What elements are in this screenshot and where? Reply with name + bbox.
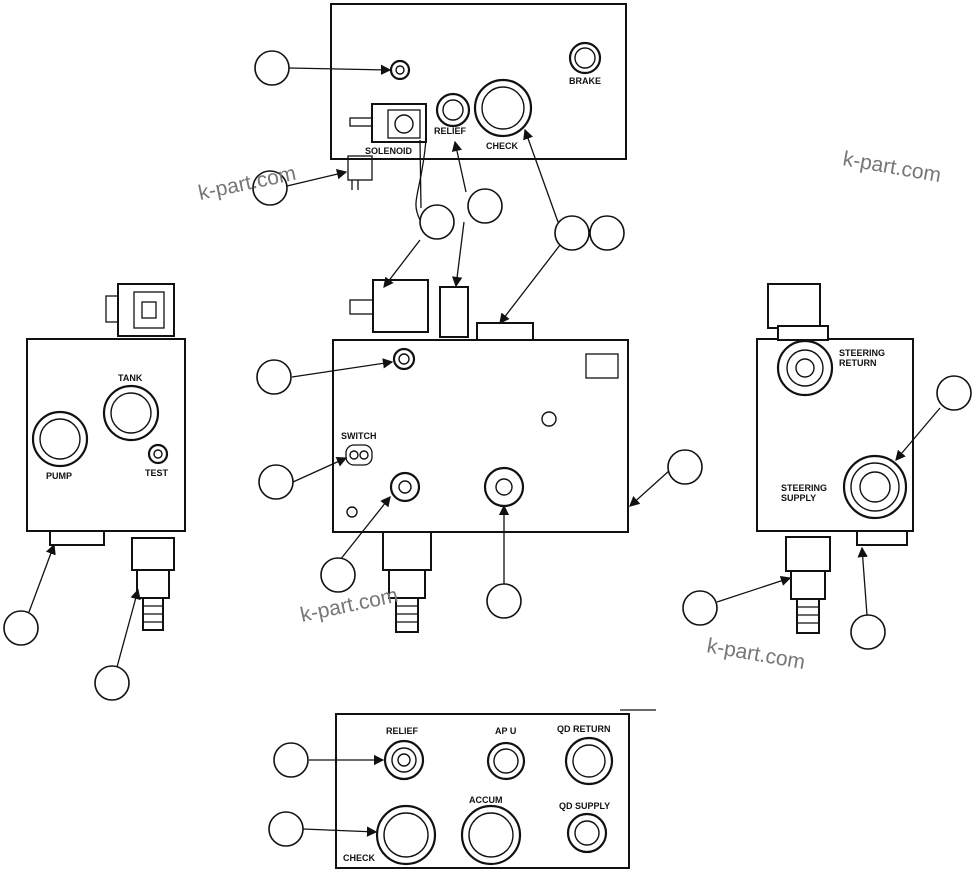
steering-return-label-1: STEERING [839,348,885,358]
brake-label: BRAKE [569,76,601,86]
steering-supply-label-1: STEERING [781,483,827,493]
relief-label-top: RELIEF [434,126,467,136]
center-check-cap [476,322,534,341]
watermark: k-part.com [298,584,400,627]
callout-circle [467,188,503,224]
top-view-block: BRAKE SOLENOID RELIEF CHECK [330,3,627,190]
center-view-block: SWITCH [332,279,629,633]
center-sensor [382,531,432,571]
callout-circle [936,375,972,411]
callout-circle [486,583,522,619]
callout-circle [3,610,39,646]
callout-circle [419,204,455,240]
right-view-block: STEERING RETURN STEERING SUPPLY [756,283,914,634]
callout-circle [682,590,718,626]
callout-circle [667,449,703,485]
steering-return-label-2: RETURN [839,358,877,368]
check-label-bottom: CHECK [343,853,376,863]
qd-supply-label: QD SUPPLY [559,801,610,811]
callout-circle [254,50,290,86]
left-view-block: TANK PUMP TEST [26,283,186,631]
nameplate [585,353,619,379]
steering-supply-label-2: SUPPLY [781,493,816,503]
callout-circle [258,464,294,500]
leader-lines [28,64,941,837]
watermark: k-part.com [705,634,807,674]
callout-circle [320,557,356,593]
center-solenoid [372,279,429,333]
pump-label: PUMP [46,471,72,481]
left-solenoid [117,283,175,337]
relief-label-bottom: RELIEF [386,726,419,736]
callout-circle [268,811,304,847]
solenoid-label: SOLENOID [365,146,413,156]
check-label-top: CHECK [486,141,519,151]
bottom-view-block: RELIEF AP U QD RETURN CHECK ACCUM QD SUP… [335,709,656,869]
callout-circle [94,665,130,701]
qd-return-label: QD RETURN [557,724,611,734]
center-relief-cartridge [439,286,469,338]
right-sensor [785,536,831,572]
callout-circles [3,50,972,847]
right-solenoid [767,283,821,329]
left-sensor [131,537,175,571]
watermark: k-part.com [841,147,943,187]
switch-label: SWITCH [341,431,377,441]
callout-circle [589,215,625,251]
callout-circle [273,742,309,778]
callout-circle [554,215,590,251]
callout-circle [850,614,886,650]
apu-label: AP U [495,726,516,736]
callout-circle [256,359,292,395]
callout-circle [252,170,288,206]
test-label: TEST [145,468,169,478]
tank-label: TANK [118,373,143,383]
accum-label: ACCUM [469,795,503,805]
